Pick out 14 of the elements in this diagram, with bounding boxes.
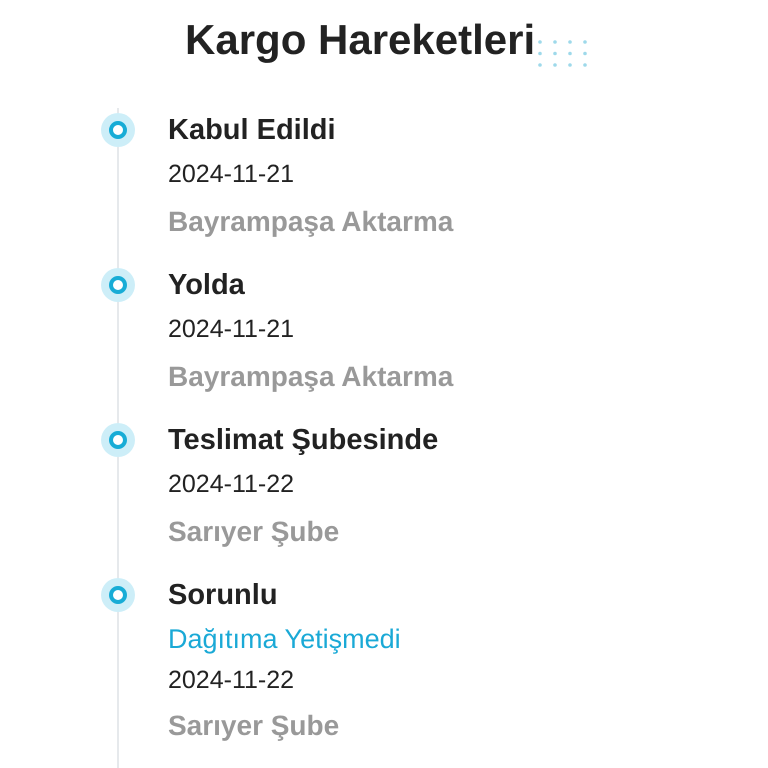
status-heading: Yolda [168,268,245,303]
date-text: 2024-11-21 [168,314,294,344]
location-text: Bayrampaşa Aktarma [168,360,454,394]
status-heading: Kabul Edildi [168,113,336,148]
date-text: 2024-11-22 [168,665,294,695]
location-text: Sarıyer Şube [168,709,340,743]
status-note: Dağıtıma Yetişmedi [168,623,401,656]
status-heading: Teslimat Şubesinde [168,423,438,458]
status-heading: Sorunlu [168,578,278,613]
title: Kargo Hareketleri [185,15,536,65]
date-text: 2024-11-22 [168,469,294,499]
location-text: Bayrampaşa Aktarma [168,205,454,239]
location-text: Sarıyer Şube [168,515,340,549]
date-text: 2024-11-21 [168,159,294,189]
